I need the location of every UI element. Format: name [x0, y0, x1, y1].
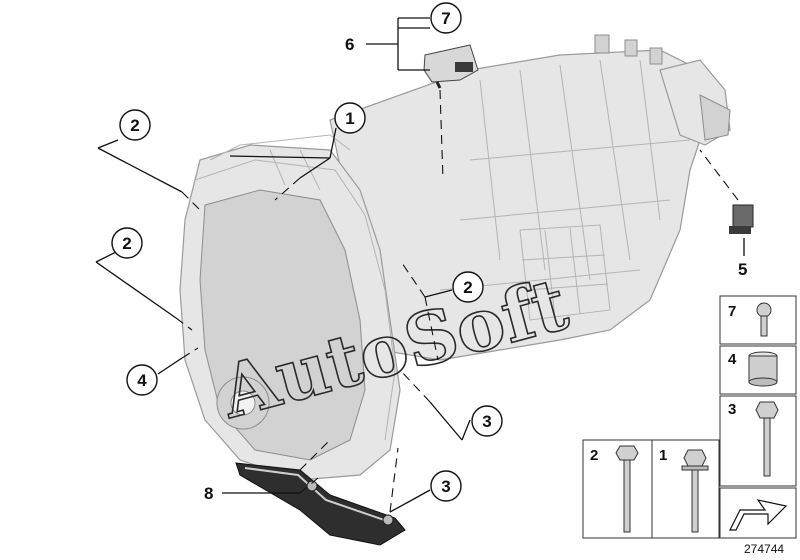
diagram-id: 274744: [744, 542, 784, 556]
parts-legend: 7 4 3 2 1: [582, 295, 797, 539]
callout-3-bottom: 3: [430, 470, 462, 502]
leader-lines: [95, 17, 745, 513]
legend-number-2: 2: [590, 447, 598, 464]
label-5: 5: [738, 260, 747, 279]
svg-text:3: 3: [441, 477, 450, 496]
svg-text:2: 2: [122, 234, 131, 253]
callout-1: 1: [334, 102, 366, 134]
svg-text:2: 2: [130, 116, 139, 135]
callout-7: 7: [430, 2, 462, 34]
bolt-medium-icon: [755, 401, 779, 477]
svg-text:3: 3: [482, 412, 491, 431]
svg-text:7: 7: [441, 9, 450, 28]
bolt-small-icon: [756, 302, 772, 337]
transmission-housing: [179, 34, 731, 481]
vent-sensor-part: [729, 204, 754, 234]
legend-box-7: [719, 295, 797, 345]
sleeve-icon: [748, 351, 778, 387]
bolt-flange-icon: [681, 449, 709, 533]
bolt-long-icon: [615, 445, 639, 533]
callout-2-center: 2: [452, 271, 484, 303]
callout-3-middle: 3: [471, 405, 503, 437]
svg-text:2: 2: [463, 278, 472, 297]
legend-number-7: 7: [728, 303, 736, 320]
svg-text:1: 1: [345, 109, 354, 128]
legend-number-4: 4: [728, 351, 737, 368]
legend-number-3: 3: [728, 401, 736, 418]
callout-2-middle: 2: [111, 227, 143, 259]
label-8: 8: [204, 484, 213, 503]
callout-4: 4: [126, 364, 158, 396]
label-6: 6: [345, 35, 354, 54]
callout-2-upper: 2: [119, 109, 151, 141]
svg-text:4: 4: [137, 371, 147, 390]
arrow-icon: [729, 499, 788, 531]
legend-number-1: 1: [659, 447, 667, 464]
